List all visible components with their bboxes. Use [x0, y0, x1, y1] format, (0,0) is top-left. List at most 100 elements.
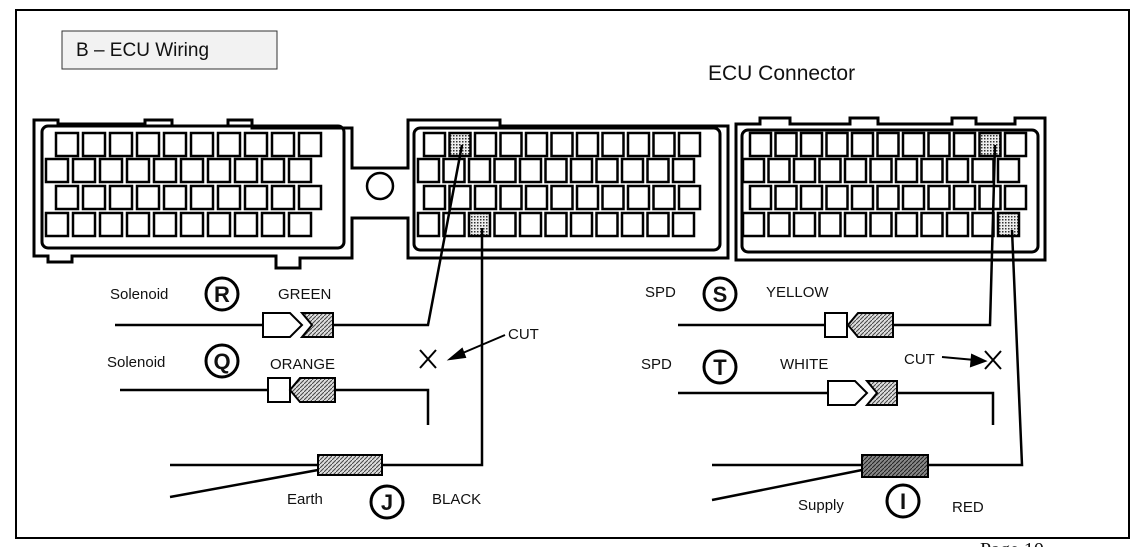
connector-pin: [297, 184, 323, 211]
connector-pin: [243, 184, 269, 211]
connector-pin: [524, 184, 549, 211]
connector-pin: [774, 131, 798, 158]
connector-pin: [677, 131, 702, 158]
connector-pin: [524, 131, 549, 158]
connector-pin: [996, 157, 1021, 184]
connector-pin: [569, 211, 594, 238]
black-splice-connector: [317, 454, 383, 476]
connector-pin: [54, 131, 80, 158]
connector-pins: [44, 131, 1028, 238]
label-orange: ORANGE: [270, 356, 335, 373]
connector-pin: [818, 157, 842, 184]
marker-s: S: [713, 282, 728, 307]
connector-pin: [44, 157, 70, 184]
connector-pin: [260, 211, 286, 238]
label-spd-white: SPD: [641, 356, 672, 373]
connector-pin: [626, 184, 651, 211]
connector-pin: [677, 184, 702, 211]
connector-a-housing: [32, 118, 730, 270]
green-wire: [115, 144, 464, 327]
white-splice-connector: [827, 380, 898, 406]
connector-pin: [920, 157, 944, 184]
label-spd-yellow: SPD: [645, 284, 676, 301]
cut-arrow-right: [941, 356, 976, 361]
cut-mark-right: [984, 350, 1002, 370]
connector-pin: [216, 131, 242, 158]
connector-pin: [152, 157, 178, 184]
connector-pin: [108, 184, 134, 211]
label-yellow: YELLOW: [766, 284, 829, 301]
connector-pin: [620, 157, 645, 184]
connector-pin: [206, 211, 232, 238]
connector-pin: [850, 131, 875, 158]
connector-pin: [270, 131, 296, 158]
connector-pin: [920, 211, 944, 238]
connector-pin: [499, 184, 523, 211]
connector-pin: [260, 157, 286, 184]
connector-pin: [741, 211, 766, 238]
connector-pin: [416, 211, 441, 238]
connector-pin: [448, 184, 472, 211]
connector-pin: [575, 184, 600, 211]
connector-pin: [98, 211, 124, 238]
connector-pin: [601, 184, 625, 211]
label-supply: Supply: [798, 497, 844, 514]
connector-pin: [233, 157, 259, 184]
connector-pin: [652, 131, 676, 158]
connector-c-inner: [740, 128, 1040, 254]
connector-pin: [1003, 184, 1028, 211]
connector-pin: [996, 211, 1021, 238]
connector-pin: [216, 184, 242, 211]
connector-pin: [843, 157, 868, 184]
connector-pin: [422, 131, 447, 158]
connector-pin: [869, 211, 893, 238]
marker-circle-i: [885, 483, 921, 519]
connector-pin: [135, 131, 161, 158]
connector-pin: [544, 211, 568, 238]
label-solenoid-green: Solenoid: [110, 286, 168, 303]
title-box: B – ECU Wiring: [61, 30, 278, 70]
label-black: BLACK: [432, 491, 481, 508]
connector-pin: [748, 131, 773, 158]
connector-pin: [894, 211, 919, 238]
connector-pin: [125, 211, 151, 238]
page-number: Page 10: [980, 539, 1044, 547]
connector-pin: [162, 131, 188, 158]
yellow-wire: [678, 144, 997, 327]
marker-i: I: [900, 489, 906, 514]
connector-pin: [44, 211, 70, 238]
connector-pin: [422, 184, 447, 211]
orange-wire: [120, 388, 430, 425]
marker-circle-j: [369, 484, 405, 520]
connector-pin: [518, 211, 543, 238]
cut-arrow-left: [457, 334, 506, 356]
connector-pin: [595, 157, 619, 184]
connector-pin: [978, 131, 1002, 158]
connector-a-inner: [40, 124, 346, 250]
connector-pin: [544, 157, 568, 184]
marker-circle-r: [204, 276, 240, 312]
orange-splice-connector: [267, 377, 336, 403]
white-wire: [678, 391, 995, 425]
label-solenoid-orange: Solenoid: [107, 354, 165, 371]
connector-b-inner: [412, 126, 722, 252]
connector-pin: [901, 131, 926, 158]
connector-pin: [971, 211, 995, 238]
connector-pin: [894, 157, 919, 184]
connector-pin: [876, 184, 900, 211]
connector-pin: [671, 157, 696, 184]
marker-j: J: [381, 490, 393, 515]
label-white: WHITE: [780, 356, 828, 373]
red-splice-connector: [861, 454, 929, 478]
connector-pin: [287, 211, 313, 238]
connector-pin: [54, 184, 80, 211]
connector-pin: [243, 131, 269, 158]
connector-pin: [98, 157, 124, 184]
connector-pin: [843, 211, 868, 238]
connector-pin: [646, 157, 670, 184]
label-earth: Earth: [287, 491, 323, 508]
connector-pin: [135, 184, 161, 211]
connector-pin: [767, 211, 791, 238]
connector-pin: [971, 157, 995, 184]
